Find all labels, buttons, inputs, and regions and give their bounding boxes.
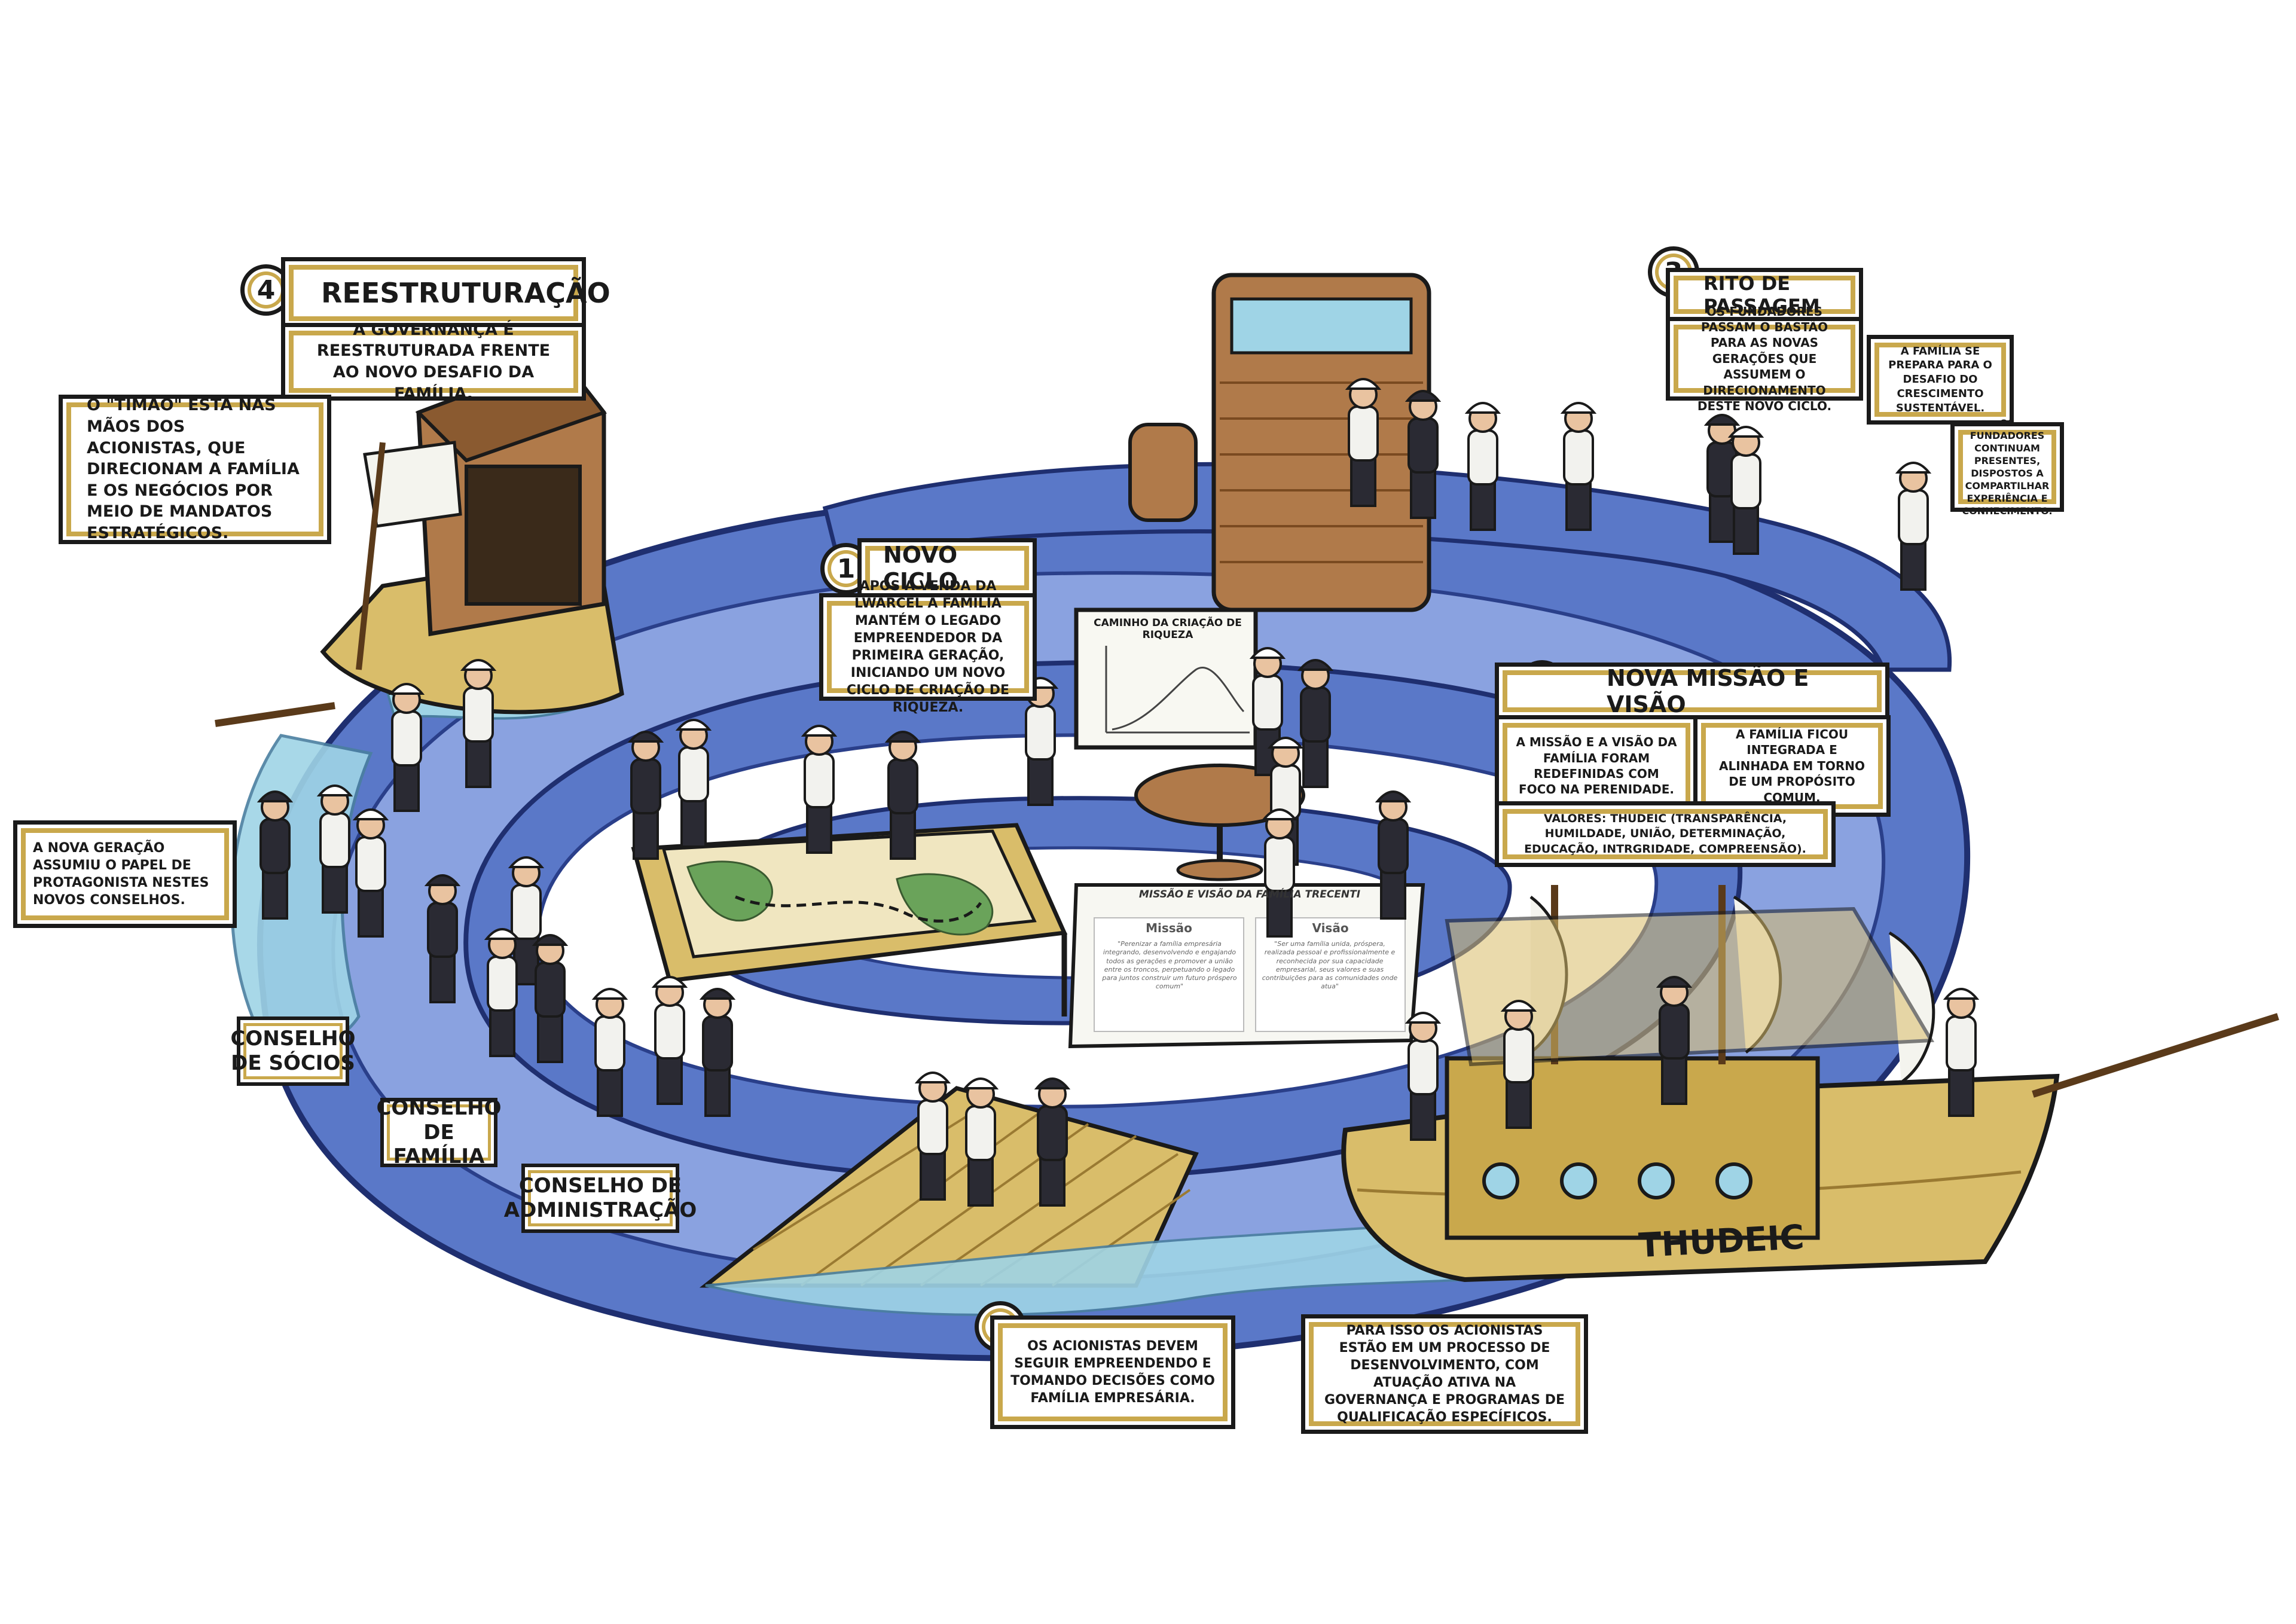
dock <box>699 1086 1558 1316</box>
round-table <box>1134 764 1305 881</box>
crew-member <box>532 934 569 1063</box>
crew-member <box>801 725 838 854</box>
section-2-title: Nova Missão e Visão <box>1495 663 1889 720</box>
section-4-text: A governança é reestruturada frente ao n… <box>281 320 586 403</box>
crew-member <box>914 1072 951 1201</box>
section-5-text: Os acionistas devem seguir empreendendo … <box>990 1315 1235 1429</box>
section-4-title-text: Reestruturação <box>321 277 610 309</box>
crew-member <box>1261 808 1298 938</box>
council-socios: Conselho de Sócios <box>230 1016 356 1086</box>
section-5-side-text: Para isso os acionistas estão em um proc… <box>1324 1323 1565 1425</box>
crew-member <box>1405 390 1442 519</box>
chart-board-title: Caminho da Criação de Riqueza <box>1094 617 1242 641</box>
crew-member <box>257 790 294 920</box>
new-generation-note-text: A nova geração assumiu o papel de protag… <box>33 840 209 908</box>
section-4-text-content: A governança é reestruturada frente ao n… <box>316 320 551 403</box>
thudeic-ship: THUDEIC <box>1341 885 2279 1283</box>
section-4-title: Reestruturação <box>281 257 610 329</box>
crew-figures <box>257 378 1980 1207</box>
crew-member <box>460 659 497 788</box>
timao-note-text: O "timão" está nas mãos dos acionistas, … <box>87 396 300 543</box>
section-3-text: Os fundadores passam o bastão para as no… <box>1666 304 1863 413</box>
section-3-title-text: Rito de Passagem <box>1703 272 1820 318</box>
crew-member <box>1345 378 1382 507</box>
mission-text: "Perenizar a família empresária integran… <box>1102 940 1237 991</box>
council-administracao: Conselho de Administração <box>504 1164 697 1233</box>
section-1-title: Novo Ciclo <box>857 538 1037 598</box>
crew-member <box>884 731 921 860</box>
section-2-text-right-content: A família ficou integrada e alinhada em … <box>1719 727 1865 805</box>
section-1-text: Após a venda da Lwarcel a família mantém… <box>819 579 1037 715</box>
council-familia-label: Conselho de Família <box>376 1095 502 1169</box>
section-1-text-content: Após a venda da Lwarcel a família mantém… <box>846 578 1010 716</box>
section-3-side-bottom: Os fundadores continuam presentes, dispo… <box>1950 417 2064 517</box>
crew-member <box>424 874 461 1003</box>
wealth-chart-board <box>1074 608 1258 750</box>
section-2-values: Valores: Thudeic (Transparência, Humilda… <box>1495 801 1836 867</box>
vision-text: "Ser uma família unida, próspera, realiz… <box>1262 940 1398 991</box>
vision-label: Visão <box>1312 921 1349 935</box>
crew-member <box>1500 1000 1537 1129</box>
section-5-side: Para isso os acionistas estão em um proc… <box>1301 1314 1588 1434</box>
timao-note: O "timão" está nas mãos dos acionistas, … <box>59 395 331 544</box>
council-socios-label: Conselho de Sócios <box>230 1027 356 1075</box>
crew-member <box>1943 988 1980 1117</box>
section-2-values-text: Valores: Thudeic (Transparência, Humilda… <box>1524 812 1806 856</box>
crew-member <box>484 928 521 1057</box>
crew-member <box>1727 426 1764 555</box>
crew-member <box>675 719 712 848</box>
crew-member <box>1375 790 1412 920</box>
crew-member <box>1895 462 1932 591</box>
section-5-text-content: Os acionistas devem seguir empreendendo … <box>1010 1338 1215 1406</box>
mission-poster <box>1068 883 1425 1049</box>
mission-poster-title: Missão e Visão da Família Trecenti <box>1138 889 1361 900</box>
mission-label: Missão <box>1146 921 1192 935</box>
crew-member <box>1034 1077 1071 1207</box>
crew-member <box>388 683 425 812</box>
ship-name: THUDEIC <box>1638 1218 1805 1265</box>
crew-member <box>699 988 736 1117</box>
council-administracao-label: Conselho de Administração <box>503 1174 697 1222</box>
crew-member <box>1405 1012 1442 1141</box>
section-2-text-left-content: A missão e a visão da família foram rede… <box>1516 735 1677 797</box>
crew-member <box>1464 402 1501 531</box>
section-3-side-bottom-text: Os fundadores continuam presentes, dispo… <box>1962 417 2053 517</box>
crew-member <box>1656 976 1693 1105</box>
council-familia: Conselho de Família <box>376 1096 501 1169</box>
section-3-text-content: Os fundadores passam o bastão para as no… <box>1697 304 1832 413</box>
crew-member <box>627 731 664 860</box>
crew-member <box>352 808 389 938</box>
crew-member <box>591 988 628 1117</box>
section-1-title-text: Novo Ciclo <box>883 542 958 594</box>
crew-member <box>1297 659 1334 788</box>
crew-member <box>962 1077 999 1207</box>
section-3-side-top: A família se prepara para o desafio do c… <box>1867 335 2014 425</box>
crew-member <box>651 976 688 1105</box>
section-3-side-top-text: A família se prepara para o desafio do c… <box>1888 344 1992 414</box>
crew-member <box>316 784 353 914</box>
new-generation-note: A nova geração assumiu o papel de protag… <box>13 820 237 928</box>
crew-member <box>1560 402 1597 531</box>
section-2-title-text: Nova Missão e Visão <box>1607 665 1809 718</box>
back-tower <box>1128 273 1431 612</box>
crew-member <box>1703 414 1741 543</box>
